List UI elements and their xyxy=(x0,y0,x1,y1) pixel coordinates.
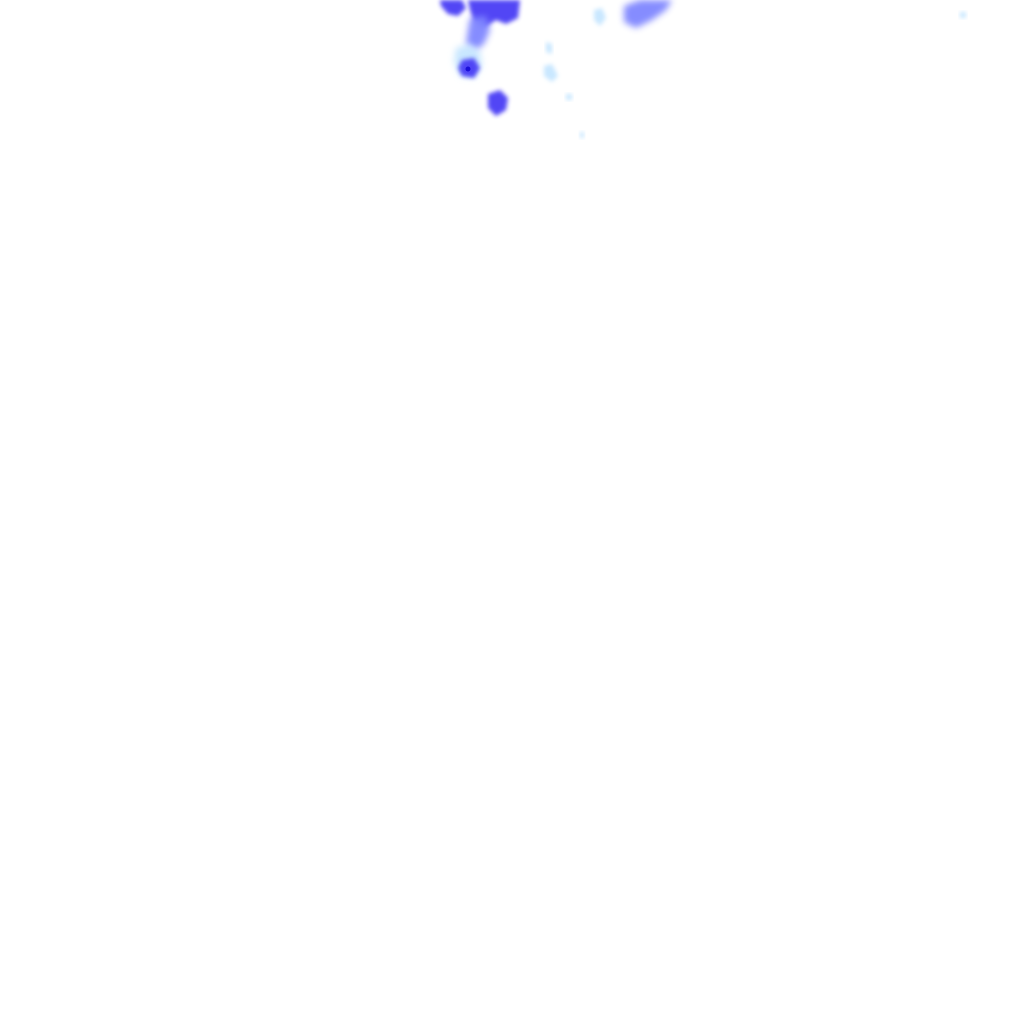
echo-cells-layer xyxy=(440,0,966,138)
echo-cell-medium xyxy=(466,16,490,50)
echo-cell-light xyxy=(544,64,558,82)
echo-cell-light xyxy=(546,42,552,54)
echo-cell-light xyxy=(566,94,572,100)
echo-cell-light xyxy=(580,132,584,138)
echo-cell-medium xyxy=(624,0,672,28)
echo-cell-light xyxy=(594,8,606,26)
echo-core-dot xyxy=(465,66,471,72)
echo-cell-light xyxy=(960,12,966,18)
echo-cell-heavy xyxy=(440,0,466,16)
echo-cell-heavy xyxy=(488,90,508,116)
